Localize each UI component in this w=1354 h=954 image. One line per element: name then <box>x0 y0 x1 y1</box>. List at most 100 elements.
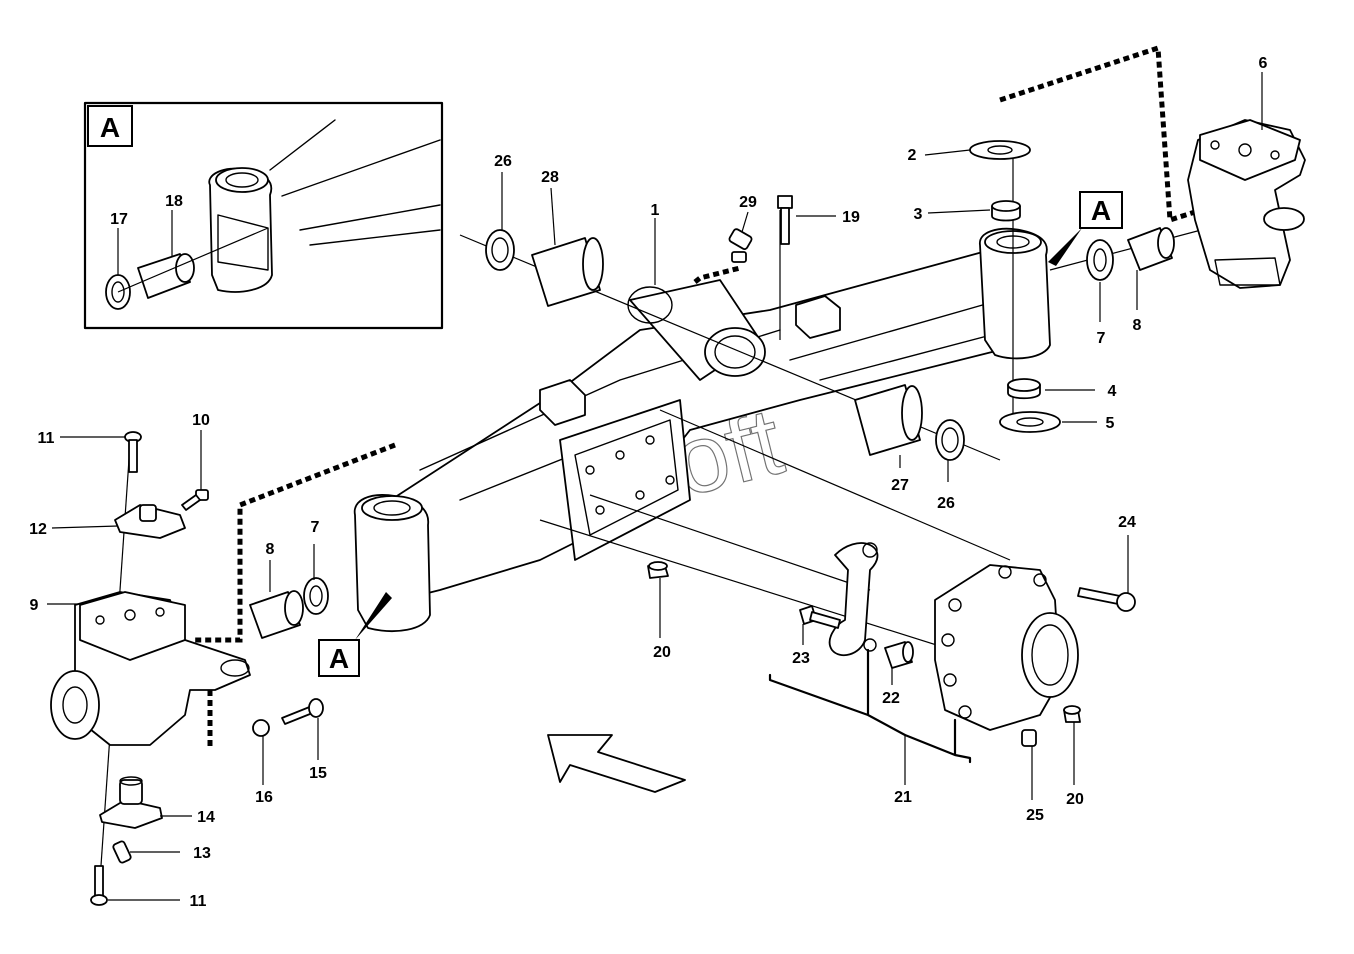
washer-5-outer <box>999 411 1061 433</box>
part-12-cap <box>114 504 186 539</box>
label-14: 14 <box>197 809 215 826</box>
label-20a: 20 <box>653 644 671 661</box>
label-2: 2 <box>908 147 917 164</box>
washer-2-inner <box>987 145 1013 155</box>
inset-ref-box <box>87 105 133 147</box>
seal-26b-inner <box>941 427 959 453</box>
axis-hub-top <box>659 409 1011 561</box>
sleeve-22-end <box>902 641 914 663</box>
part-labels: 1 2 3 4 5 6 7 7 8 8 9 10 11 11 12 13 14 … <box>29 55 1267 910</box>
knuckle-9-spindle-bore <box>62 686 88 724</box>
callout-a-right-label: A <box>1091 195 1111 226</box>
bolt-hole <box>585 465 595 475</box>
part-20-nut-hub <box>1063 705 1081 723</box>
part-23-bolt <box>799 605 841 629</box>
seal-7-outer <box>1086 239 1114 281</box>
label-5: 5 <box>1106 415 1115 432</box>
bolt-hole <box>635 490 645 500</box>
label-1: 1 <box>651 202 660 219</box>
part-15-bolt <box>281 698 324 725</box>
leader-29 <box>741 211 749 233</box>
label-7a: 7 <box>1097 330 1106 347</box>
bearing-3-top <box>991 200 1021 212</box>
beam-stop-left <box>539 379 586 426</box>
inset-boss-window <box>217 214 269 271</box>
callout-a-left-box <box>318 639 360 677</box>
seal-7b-outer <box>303 577 329 615</box>
label-21: 21 <box>894 789 912 806</box>
part-21-hub <box>934 564 1079 731</box>
knuckle-6-flange <box>1199 119 1301 181</box>
label-18: 18 <box>165 193 183 210</box>
axle-beam-1 <box>353 227 1051 632</box>
bolt-19-shank <box>780 207 790 245</box>
hub-bore-outer <box>1021 612 1079 698</box>
part-21-yoke <box>828 542 879 657</box>
inset-axis-line <box>117 227 269 293</box>
part-26-seal-right <box>935 419 965 461</box>
detail-a-inset: A 17 18 <box>83 101 444 330</box>
part-14-cap <box>99 776 163 829</box>
bolt-24-head <box>1116 592 1136 612</box>
part-4-bearing <box>1007 378 1041 400</box>
left-kingpin-boss <box>353 494 431 632</box>
right-kingpin-boss <box>979 227 1051 360</box>
part-6-knuckle-right <box>1187 119 1306 289</box>
label-3: 3 <box>914 206 923 223</box>
inset-seal-bore <box>111 281 125 303</box>
knuckle-9-spindle <box>50 670 100 740</box>
fitting-13 <box>112 840 132 864</box>
knuckle-9-arm-eye <box>220 659 250 677</box>
hub-bore-inner <box>1031 624 1069 686</box>
inset-axle-arm <box>269 119 441 246</box>
part-10-fitting <box>181 489 209 511</box>
leader-3 <box>927 209 991 214</box>
bolt-24-shank <box>1077 587 1121 605</box>
hub-bolt-hole <box>948 598 962 612</box>
hub-bolt-hole <box>958 705 972 719</box>
part-26-seal-left <box>485 229 515 271</box>
inset-boss-top <box>215 167 269 193</box>
dashed-line-29 <box>693 265 741 284</box>
seal-7b-inner <box>309 585 323 607</box>
label-11b: 11 <box>190 893 207 910</box>
knuckle-6-hole <box>1270 150 1280 160</box>
left-boss-top <box>361 495 423 521</box>
cap-12-boss <box>139 504 157 522</box>
center-flange <box>559 399 691 561</box>
leader-12 <box>51 525 119 529</box>
label-8b: 8 <box>266 541 275 558</box>
bolt-19-head <box>777 195 793 209</box>
part-19-bolt <box>777 195 793 245</box>
part-22-sleeve <box>884 641 914 669</box>
nut-16 <box>252 719 270 737</box>
knuckle-9-hole <box>124 609 136 621</box>
direction-arrow <box>547 734 686 793</box>
part-25-pin <box>1021 729 1037 747</box>
label-11a: 11 <box>38 430 55 447</box>
bolt-11b-shank <box>94 865 104 899</box>
beam-stop-right <box>795 295 841 339</box>
bolt-hole <box>595 505 605 515</box>
bolt-hole <box>645 435 655 445</box>
part-20-nut-center <box>647 561 669 579</box>
bearing-4-top <box>1007 378 1041 392</box>
center-flange-inner <box>574 419 679 536</box>
part-8-bushing-right <box>1127 227 1175 271</box>
label-8a: 8 <box>1133 317 1142 334</box>
label-24: 24 <box>1118 514 1136 531</box>
part-2-washer <box>969 140 1031 160</box>
knuckle-9-hole <box>155 607 165 617</box>
part-16-nut <box>252 719 270 737</box>
inset-bushing-end <box>175 253 195 283</box>
label-12: 12 <box>29 521 47 538</box>
label-6: 6 <box>1259 55 1268 72</box>
seal-26-outer <box>485 229 515 271</box>
label-25: 25 <box>1026 807 1044 824</box>
part-24-bolt <box>1077 587 1136 612</box>
label-22: 22 <box>882 690 900 707</box>
bolt-hole <box>665 475 675 485</box>
leader-28 <box>550 187 556 246</box>
